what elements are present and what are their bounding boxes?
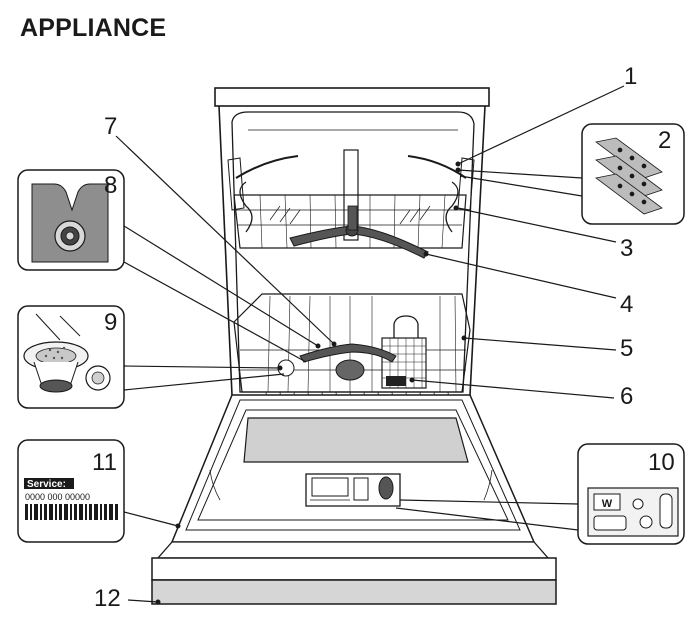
leader-1 [457, 85, 625, 165]
inset-accessory-racks [581, 123, 685, 225]
callout-9: 9 [104, 309, 117, 336]
page-title: APPLIANCE [20, 14, 167, 42]
service-code: 0000 000 00000 [25, 492, 90, 502]
callout-6: 6 [620, 383, 633, 410]
leader-6 [411, 379, 615, 399]
leader-8b [123, 261, 307, 363]
callout-7: 7 [104, 113, 117, 140]
leader-2b [459, 175, 583, 197]
inset-spray-nozzle [17, 169, 125, 271]
callout-11: 11 [92, 449, 117, 476]
leader-9b [123, 373, 285, 391]
callout-3: 3 [620, 235, 633, 262]
upper-basket [227, 155, 475, 249]
barcode [25, 504, 118, 520]
callout-2: 2 [658, 127, 671, 154]
inset-service-label: Service: 0000 000 00000 [17, 439, 125, 543]
dishwasher-door [156, 394, 550, 559]
leader-5 [463, 337, 617, 351]
leader-4 [425, 253, 617, 299]
detergent-dispenser [305, 473, 401, 507]
leader-11 [123, 511, 179, 527]
leader-8a [123, 225, 319, 347]
leader-3 [455, 207, 617, 243]
lower-spray-arm [277, 343, 397, 381]
leader-10a [399, 499, 579, 505]
leader-lines [115, 85, 625, 603]
svg-text:W: W [602, 498, 613, 510]
callout-8: 8 [104, 172, 117, 199]
callout-numbers: 1 2 3 4 5 6 7 8 9 10 11 12 [92, 63, 675, 612]
inset-dispenser-detail: W [577, 443, 685, 545]
leader-2a [457, 169, 583, 179]
callout-10: 10 [648, 449, 675, 476]
leader-12 [127, 599, 159, 603]
service-heading: Service: [27, 479, 66, 490]
leader-7 [115, 135, 335, 345]
base-plinth [151, 557, 557, 605]
callout-5: 5 [620, 335, 633, 362]
leader-10b [395, 507, 579, 531]
inset-filter [17, 305, 125, 409]
leader-dots [155, 161, 467, 605]
leader-9a [123, 365, 281, 369]
callout-12: 12 [94, 585, 121, 612]
callout-1: 1 [624, 63, 637, 90]
callout-4: 4 [620, 291, 633, 318]
cutlery-basket [381, 337, 427, 389]
